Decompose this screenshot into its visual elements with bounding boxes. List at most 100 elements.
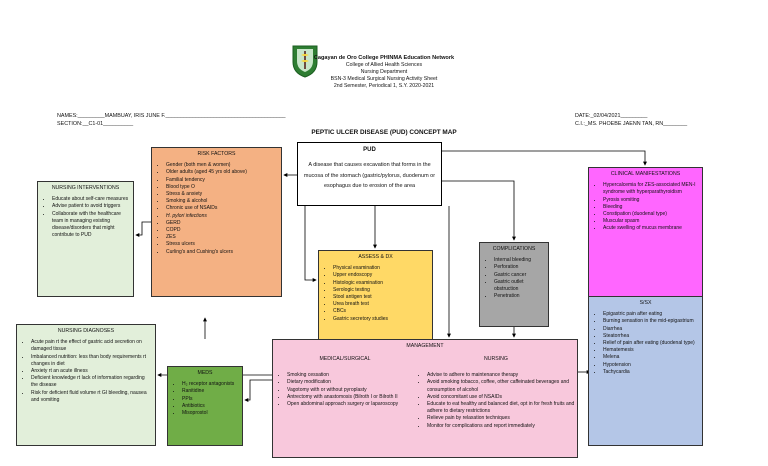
complications-heading: COMPLICATIONS	[492, 246, 536, 252]
nursing-column: NURSING Advise to adhere to maintenance …	[415, 356, 577, 430]
list-item: Gastric secretory studies	[333, 316, 428, 323]
list-item: Serologic testing	[333, 287, 428, 294]
list-item: ZES	[166, 234, 277, 241]
list-item: H₂ receptor antagonists	[182, 381, 238, 388]
signs-symptoms-heading: S/SX	[639, 300, 652, 306]
list-item: Relief of pain after eating (duodenal ty…	[603, 340, 698, 347]
list-item: Curling's and Cushing's ulcers	[166, 249, 277, 256]
list-item: Acute swelling of mucus membrane	[603, 225, 698, 232]
nursing-heading: NURSING	[484, 356, 508, 362]
list-item: Avoid smoking tobacco, coffee, other caf…	[427, 379, 575, 393]
list-item: Older adults (aged 45 yrs old above)	[166, 169, 277, 176]
list-item: Blood type O	[166, 184, 277, 191]
list-item: Urea breath test	[333, 301, 428, 308]
list-item: Pyrosis vomiting	[603, 197, 698, 204]
nursing-interventions-box: NURSING INTERVENTIONS Educate about self…	[37, 181, 134, 297]
list-item: Ranitidine	[182, 388, 238, 395]
list-item: GERD	[166, 220, 277, 227]
list-item: Misoprostol	[182, 410, 238, 417]
list-item: Bleeding	[603, 204, 698, 211]
list-item: Deficient knowledge rt lack of informati…	[31, 375, 151, 389]
list-item: Tachycardia	[603, 369, 698, 376]
list-item: Vagotomy with or without pyroplasty	[287, 387, 413, 394]
list-item: Diarrhea	[603, 326, 698, 333]
list-item: Advise patient to avoid triggers	[52, 203, 129, 210]
activity-name: BSN-3 Medical Surgical Nursing Activity …	[330, 76, 438, 82]
institution-name: Cagayan de Oro College PHINMA Education …	[313, 55, 455, 61]
list-item: Penetration	[494, 293, 544, 300]
complications-box: COMPLICATIONS Internal bleeding Perforat…	[479, 242, 549, 327]
pud-definition-box: PUD A disease that causes excavation tha…	[297, 142, 442, 206]
list-item: Internal bleeding	[494, 257, 544, 264]
list-item: Antrectomy with anastomosis (Bilroth I o…	[287, 394, 413, 401]
list-item: Hematemesis	[603, 347, 698, 354]
list-item: Collaborate with the healthcare team in …	[52, 211, 129, 240]
list-item: Stool antigen test	[333, 294, 428, 301]
list-item: Anxiety rt an acute illness	[31, 368, 151, 375]
list-item: Acute pain rt the effect of gastric acid…	[31, 339, 151, 353]
assess-dx-heading: ASSESS & DX	[358, 254, 393, 260]
list-item: Stress ulcers	[166, 241, 277, 248]
list-item: H. pylori infections	[166, 213, 277, 220]
list-item: Smoking cessation	[287, 372, 413, 379]
list-item: Hypotension	[603, 362, 698, 369]
meds-heading: MEDS	[197, 370, 213, 376]
signs-symptoms-box: S/SX Epigastric pain after eating Burnin…	[588, 296, 703, 446]
names-field: NAMES:_________MAMBUAY, IRIS JUNE F.____…	[57, 113, 286, 119]
list-item: Upper endoscopy	[333, 272, 428, 279]
list-item: Muscular spasm	[603, 218, 698, 225]
list-item: Gastric cancer	[494, 272, 544, 279]
list-item: Gender (both men & women)	[166, 162, 277, 169]
list-item: Smoking & alcohol	[166, 198, 277, 205]
list-item: Open abdominal approach surgery or lapar…	[287, 401, 413, 408]
institution-header: Cagayan de Oro College PHINMA Education …	[0, 55, 768, 90]
list-item: Stress & anxiety	[166, 191, 277, 198]
list-item: Relieve pain by relaxation techniques	[427, 415, 575, 422]
instructor-info: DATE:_02/04/2021_________ C.I.:_MS. PHOE…	[575, 112, 687, 128]
list-item: Chronic use of NSAIDs	[166, 205, 277, 212]
list-item: Steatorrhea	[603, 333, 698, 340]
list-item: Imbalanced nutrition: less than body req…	[31, 354, 151, 368]
list-item: Risk for deficient fluid volume rt GI bl…	[31, 390, 151, 404]
date-field: DATE:_02/04/2021_________	[575, 113, 648, 119]
management-box: MANAGEMENT MEDICAL/SURGICAL Smoking cess…	[272, 339, 578, 458]
nursing-diagnoses-box: NURSING DIAGNOSES Acute pain rt the effe…	[16, 324, 156, 446]
list-item: CBCs	[333, 308, 428, 315]
list-item: Burning sensation in the mid-epigastrium	[603, 318, 698, 325]
semester-label: 2nd Semester, Periodical 1, S.Y. 2020-20…	[333, 83, 435, 89]
pud-definition: A disease that causes excavation that fo…	[303, 162, 436, 190]
list-item: Gastric outlet obstruction	[494, 279, 544, 293]
list-item: Perforation	[494, 264, 544, 271]
meds-box: MEDS H₂ receptor antagonists Ranitidine …	[167, 366, 243, 446]
college-seal	[290, 44, 320, 78]
list-item: Physical examination	[333, 265, 428, 272]
college-name: College of Allied Health Sciences	[345, 62, 423, 68]
list-item: Educate about self-care measures	[52, 196, 129, 203]
concept-map-title: PEPTIC ULCER DISEASE (PUD) CONCEPT MAP	[311, 129, 457, 136]
student-info: NAMES:_________MAMBUAY, IRIS JUNE F.____…	[57, 112, 285, 128]
assess-dx-box: ASSESS & DX Physical examination Upper e…	[318, 250, 433, 353]
medical-surgical-heading: MEDICAL/SURGICAL	[319, 356, 371, 362]
list-item: Epigastric pain after eating	[603, 311, 698, 318]
list-item: PPIs	[182, 396, 238, 403]
nursing-interventions-heading: NURSING INTERVENTIONS	[51, 185, 120, 191]
list-item: Hypercalcemia for ZES-associated MEN-I s…	[603, 182, 698, 196]
risk-factors-heading: RISK FACTORS	[197, 151, 236, 157]
clinical-manifestations-heading: CLINICAL MANIFESTATIONS	[610, 171, 681, 177]
list-item: Histologic examination	[333, 280, 428, 287]
clinical-manifestations-box: CLINICAL MANIFESTATIONS Hypercalcemia fo…	[588, 167, 703, 307]
list-item: Melena	[603, 354, 698, 361]
nursing-diagnoses-heading: NURSING DIAGNOSES	[57, 328, 115, 334]
list-item: COPD	[166, 227, 277, 234]
management-heading: MANAGEMENT	[406, 343, 444, 349]
pud-heading: PUD	[363, 147, 376, 153]
list-item: Advise to adhere to maintenance therapy	[427, 372, 575, 379]
list-item: Dietary modification	[287, 379, 413, 386]
list-item: Monitor for complications and report imm…	[427, 423, 575, 430]
ci-field: C.I.:_MS. PHOEBE JAENN TAN, RN________	[575, 121, 688, 127]
medical-surgical-column: MEDICAL/SURGICAL Smoking cessation Dieta…	[275, 356, 415, 408]
list-item: Constipation (duodenal type)	[603, 211, 698, 218]
list-item: Antibiotics	[182, 403, 238, 410]
section-field: SECTION:__C1-01__________	[57, 121, 134, 127]
list-item: Educate to eat healthy and balanced diet…	[427, 401, 575, 415]
